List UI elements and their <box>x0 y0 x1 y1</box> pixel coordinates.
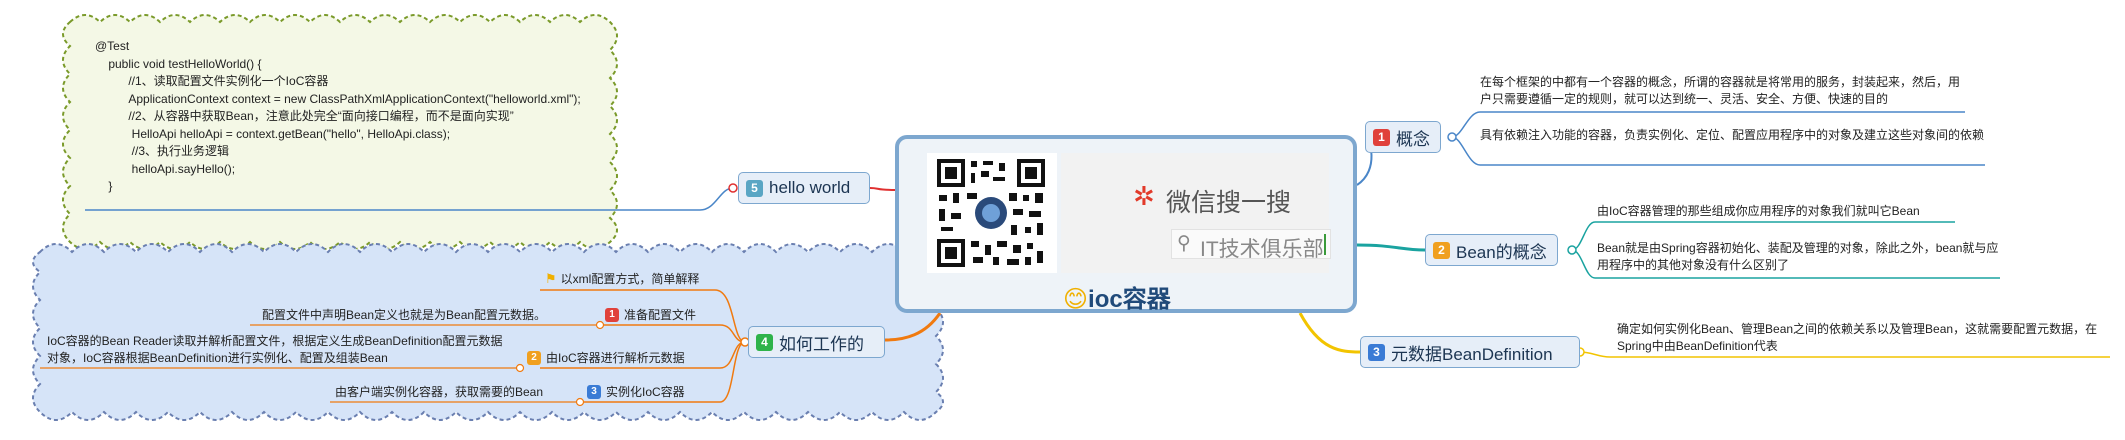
wechat-search-text: IT技术俱乐部 <box>1200 238 1324 261</box>
wechat-search-box[interactable]: ⚲ IT技术俱乐部 <box>1171 229 1331 261</box>
central-topic-label: ioc容器 <box>1088 286 1171 313</box>
branch-howitworks-label: 如何工作的 <box>779 334 864 354</box>
priority-1-icon: 1 <box>605 307 619 322</box>
connector-helloworld <box>869 187 896 191</box>
priority-4-icon: 4 <box>756 333 773 351</box>
branch-metadata-label: 元数据BeanDefinition <box>1391 344 1553 364</box>
branch-bean[interactable]: 2 Bean的概念 <box>1425 234 1558 266</box>
howitworks-step-2-label: 由IoC容器进行解析元数据 <box>546 351 685 365</box>
smiley-icon: 😊 <box>1063 286 1089 313</box>
howitworks-step-3-note: 由客户端实例化容器，获取需要的Bean <box>335 385 544 399</box>
branch-metadata[interactable]: 3 元数据BeanDefinition <box>1360 336 1580 368</box>
metadata-note-1: 确定如何实例化Bean、管理Bean之间的依赖关系以及管理Bean，这就需要配置… <box>1617 322 2098 353</box>
branch-helloworld-label: hello world <box>769 178 851 197</box>
concept-note-2: 具有依赖注入功能的容器，负责实例化、定位、配置应用程序中的对象及建立这些对象间的… <box>1480 128 1985 142</box>
wechat-search-banner: ✲ 微信搜一搜 ⚲ IT技术俱乐部 <box>1061 153 1331 273</box>
howitworks-top-note-text: 以xml配置方式，简单解释 <box>560 272 700 286</box>
helloworld-code-note: @Test public void testHelloWorld() { //1… <box>95 39 581 193</box>
howitworks-step-1[interactable]: 1 准备配置文件 <box>605 306 696 323</box>
howitworks-top-note: ⚑ 以xml配置方式，简单解释 <box>545 270 699 287</box>
priority-2-icon: 2 <box>1433 241 1450 259</box>
bean-note-2: Bean就是由Spring容器初始化、装配及管理的对象，除此之外，bean就与应… <box>1597 241 1999 272</box>
branch-concept[interactable]: 1 概念 <box>1365 121 1441 153</box>
search-icon: ⚲ <box>1177 233 1191 254</box>
bean-note-1: 由IoC容器管理的那些组成你应用程序的对象我们就叫它Bean <box>1597 204 1920 218</box>
connector-metadata <box>1298 312 1361 354</box>
priority-2-icon: 2 <box>527 350 541 365</box>
howitworks-step-3-label: 实例化IoC容器 <box>606 385 685 399</box>
priority-5-icon: 5 <box>746 179 763 197</box>
howitworks-step-1-label: 准备配置文件 <box>624 308 697 322</box>
branch-helloworld[interactable]: 5 hello world <box>738 172 870 204</box>
central-topic[interactable]: ✲ 微信搜一搜 ⚲ IT技术俱乐部 😊ioc容器 <box>895 135 1357 313</box>
text-caret <box>1324 234 1326 255</box>
connector-bean <box>1356 243 1426 252</box>
central-topic-title: 😊ioc容器 <box>1063 279 1171 314</box>
howitworks-cloud <box>32 243 944 421</box>
concept-note-1: 在每个框架的中都有一个容器的概念，所谓的容器就是将常用的服务，封装起来，然后，用… <box>1480 75 1961 106</box>
priority-3-icon: 3 <box>1368 343 1385 361</box>
qr-code-icon <box>927 153 1057 273</box>
howitworks-step-1-note: 配置文件中声明Bean定义也就是为Bean配置元数据。 <box>262 308 547 322</box>
connector-howitworks <box>884 312 942 342</box>
howitworks-step-3[interactable]: 3 实例化IoC容器 <box>587 383 685 400</box>
branch-concept-label: 概念 <box>1396 129 1430 149</box>
priority-1-icon: 1 <box>1373 128 1390 146</box>
branch-bean-label: Bean的概念 <box>1456 242 1547 262</box>
branch-howitworks[interactable]: 4 如何工作的 <box>748 326 885 358</box>
priority-3-icon: 3 <box>587 384 601 399</box>
flag-icon: ⚑ <box>545 270 557 286</box>
wechat-brand-text: 微信搜一搜 <box>1166 189 1292 217</box>
howitworks-step-2[interactable]: 2 由IoC容器进行解析元数据 <box>527 349 685 366</box>
howitworks-step-2-note: IoC容器的Bean Reader读取并解析配置文件，根据定义生成BeanDef… <box>47 334 503 365</box>
wechat-search-logo-icon: ✲ <box>1133 181 1155 211</box>
